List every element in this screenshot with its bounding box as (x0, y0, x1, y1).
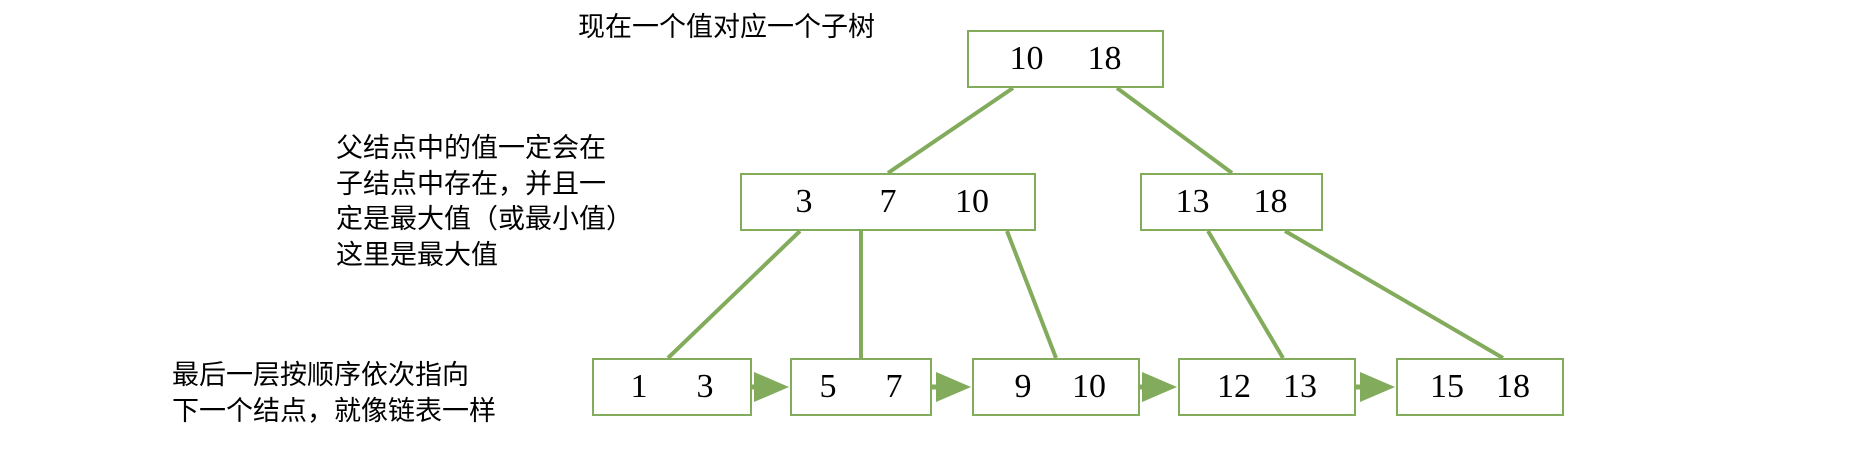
internal-right-key-0: 13 (1175, 183, 1210, 220)
leaf-2-key-0: 5 (819, 368, 837, 405)
root-key-1: 18 (1087, 40, 1122, 77)
leaf-node-3[interactable]: 9 10 (972, 358, 1140, 416)
internal-node-left[interactable]: 3 7 10 (740, 173, 1036, 231)
annotation-leaf-linked-list: 最后一层按顺序依次指向 下一个结点，就像链表一样 (172, 360, 496, 427)
leaf-1-key-0: 1 (630, 368, 648, 405)
link-root-to-internal-right (1115, 86, 1234, 175)
leaf-3-key-1: 10 (1072, 368, 1106, 405)
internal-node-right[interactable]: 13 18 (1140, 173, 1323, 231)
link-internal-right-to-leaf-5 (1283, 229, 1505, 360)
root-node[interactable]: 10 18 (967, 30, 1164, 88)
leaf-3-key-0: 9 (1014, 368, 1032, 405)
internal-right-to-leaf-links (1206, 229, 1505, 360)
link-internal-right-to-leaf-4 (1206, 229, 1285, 360)
internal-left-key-1: 7 (879, 183, 897, 220)
leaf-node-5[interactable]: 15 18 (1396, 358, 1564, 416)
leaf-node-4[interactable]: 12 13 (1178, 358, 1356, 416)
internal-left-key-2: 10 (955, 183, 989, 220)
leaf-4-key-1: 13 (1283, 368, 1317, 405)
leaf-node-1[interactable]: 1 3 (592, 358, 752, 416)
leaf-5-key-0: 15 (1430, 368, 1464, 405)
annotation-top: 现在一个值对应一个子树 (578, 12, 875, 43)
internal-left-key-0: 3 (795, 183, 813, 220)
link-root-to-internal-left (886, 86, 1015, 175)
root-key-0: 10 (1009, 40, 1044, 77)
root-to-internal-links (886, 86, 1234, 175)
internal-left-to-leaf-links (666, 229, 1058, 360)
link-internal-left-to-leaf-3 (1005, 230, 1058, 359)
leaf-1-key-1: 3 (696, 368, 714, 405)
leaf-5-key-1: 18 (1496, 368, 1530, 405)
leaf-2-key-1: 7 (885, 368, 903, 405)
leaf-node-2[interactable]: 5 7 (790, 358, 932, 416)
link-internal-left-to-leaf-1 (666, 229, 802, 360)
annotation-parent-key-rule: 父结点中的值一定会在 子结点中存在，并且一 定是最大值（或最小值） 这里是最大值 (336, 133, 633, 271)
internal-right-key-1: 18 (1253, 183, 1288, 220)
leaf-4-key-0: 12 (1217, 368, 1251, 405)
